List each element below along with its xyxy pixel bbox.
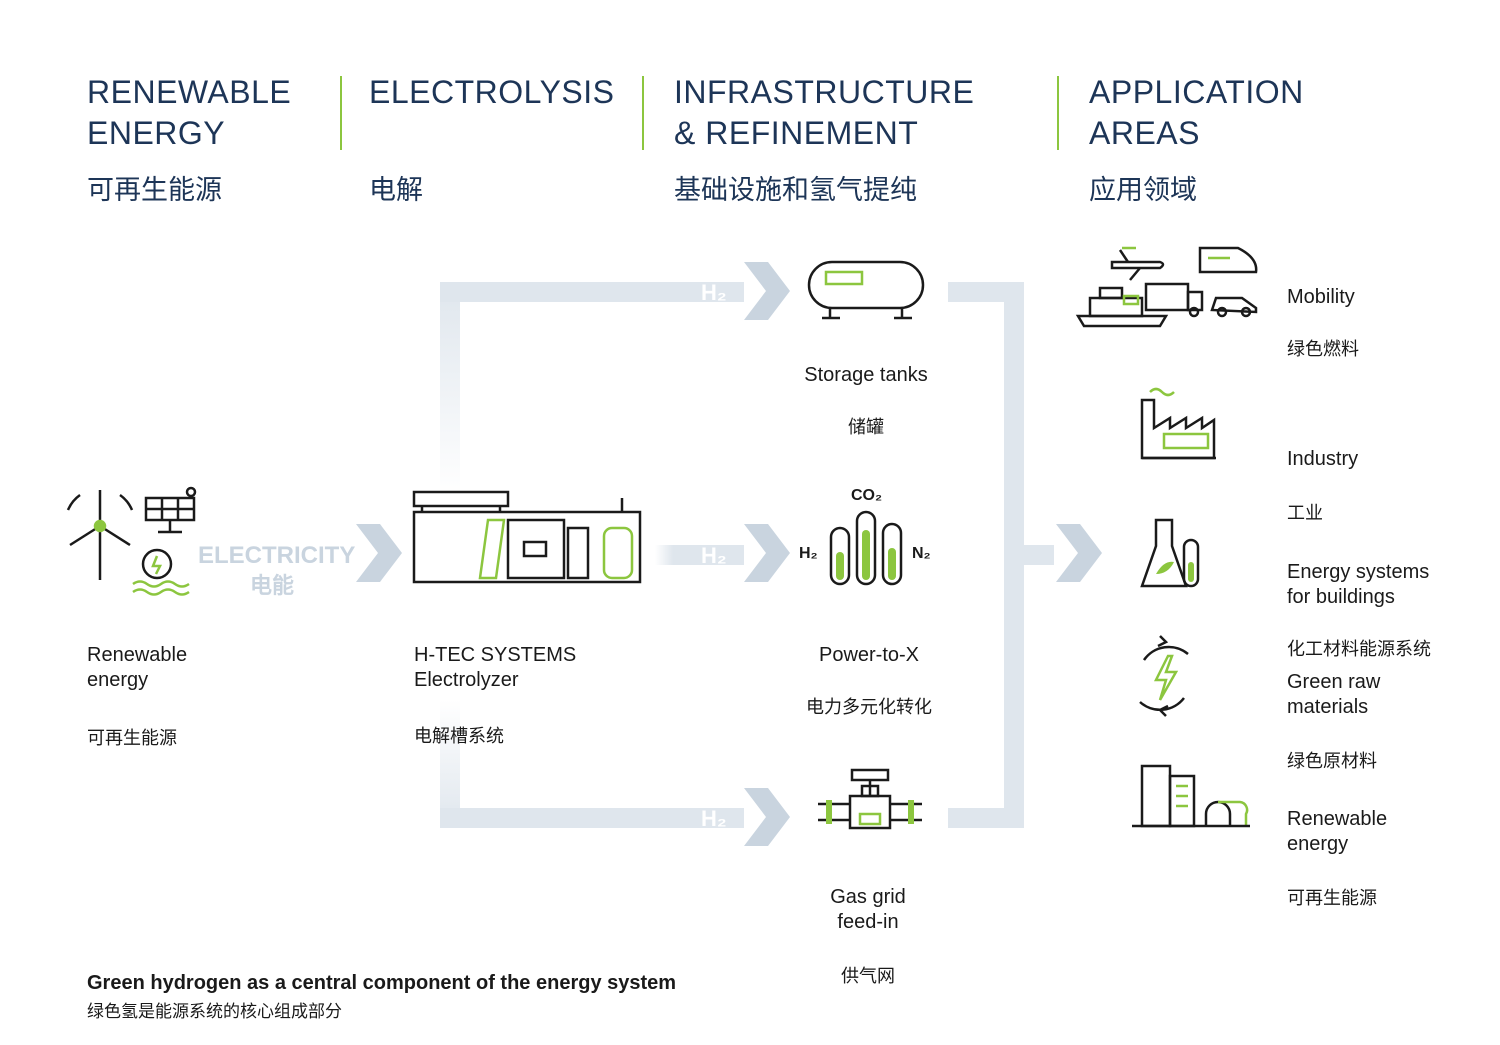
electrolyzer-label: H-TEC SYSTEMS Electrolyzer 电解槽系统 (414, 618, 576, 774)
stage-divider (340, 76, 342, 150)
co2-label: CO₂ (851, 487, 882, 504)
stage-title-zh: 应用领域 (1089, 175, 1197, 205)
pipe-up (440, 282, 460, 497)
stage-divider (642, 76, 644, 150)
figure-caption: Green hydrogen as a central component of… (87, 972, 676, 1022)
transport-vehicles-icon (1075, 246, 1258, 328)
power-to-x-zh: 电力多元化转化 (806, 697, 932, 717)
storage-tanks-label: Storage tanks 储罐 (786, 338, 946, 465)
h2-pipe-label: H₂ (701, 280, 727, 305)
application-label-en: Mobility (1287, 286, 1355, 308)
pipe-down (440, 700, 460, 828)
application-label-en: Industry (1287, 448, 1359, 470)
application-renewable: Renewable energy 可再生能源 (1287, 782, 1387, 936)
stage-title-zh: 可再生能源 (87, 175, 222, 205)
application-label-zh: 绿色燃料 (1287, 339, 1359, 359)
arrow-chevron (744, 524, 790, 582)
electricity-label: ELECTRICITY (198, 542, 355, 569)
stage-divider (1057, 76, 1059, 150)
caption-en: Green hydrogen as a central component of… (87, 972, 677, 994)
electrolyzer-container-icon (412, 490, 642, 584)
application-label-zh: 绿色原材料 (1287, 751, 1377, 771)
wind-solar-icon (66, 486, 197, 596)
application-buildings: Energy systems for buildings 化工材料能源系统 (1287, 535, 1431, 687)
storage-tanks-en: Storage tanks (804, 364, 928, 386)
stage-title-zh: 基础设施和氢气提纯 (674, 175, 917, 205)
application-label-en: Green raw materials (1287, 671, 1381, 718)
stage-title: RENEWABLE ENERGY (87, 74, 292, 151)
electrolyzer-label-en: H-TEC SYSTEMS Electrolyzer (414, 644, 577, 691)
pipe-bottom (440, 808, 700, 828)
application-label-zh: 工业 (1287, 503, 1323, 523)
h2-pipe-label: H₂ (701, 806, 727, 831)
stage-title: INFRASTRUCTURE & REFINEMENT (674, 74, 975, 151)
storage-tanks-zh: 储罐 (848, 417, 884, 437)
collector-vertical (1004, 282, 1024, 828)
electrolyzer-label-zh: 电解槽系统 (414, 726, 504, 746)
application-label-en: Energy systems for buildings (1287, 561, 1430, 608)
factory-icon (1140, 387, 1216, 460)
test-tubes-icon (829, 510, 903, 586)
source-label-zh: 可再生能源 (87, 728, 177, 748)
application-raw-materials: Green raw materials 绿色原材料 (1287, 645, 1380, 799)
storage-tank-icon (807, 260, 925, 320)
buildings-icon (1132, 764, 1250, 828)
stage-applications: APPLICATION AREAS 应用领域 (1089, 72, 1304, 207)
stage-title: APPLICATION AREAS (1089, 74, 1304, 151)
power-to-x-en: Power-to-X (818, 644, 920, 666)
arrow-chevron (744, 788, 790, 846)
energy-cycle-icon (1139, 635, 1189, 717)
arrow-chevron (744, 262, 790, 320)
application-label-zh: 化工材料能源系统 (1287, 639, 1431, 659)
stage-title: ELECTROLYSIS (369, 74, 615, 110)
gas-grid-zh: 供气网 (841, 966, 895, 986)
pipe-middle (655, 545, 700, 565)
flask-icon (1140, 518, 1200, 588)
application-mobility: Mobility 绿色燃料 (1287, 260, 1359, 387)
gas-grid-en: Gas grid feed-in (830, 886, 906, 933)
pipeline-valve-icon (818, 768, 922, 830)
h2-pipe-label: H₂ (701, 543, 727, 568)
stage-renewable-energy: RENEWABLE ENERGY 可再生能源 (87, 72, 291, 207)
arrow-chevron (356, 524, 402, 582)
application-label-en: Renewable energy (1287, 808, 1388, 855)
gas-grid-label: Gas grid feed-in 供气网 (788, 860, 948, 1014)
pipe-top (440, 282, 700, 302)
arrow-chevron (1056, 524, 1102, 582)
stage-electrolysis: ELECTROLYSIS 电解 (369, 72, 614, 207)
source-label-en: Renewable energy (87, 644, 188, 691)
collector-bottom (948, 808, 1024, 828)
stage-infrastructure: INFRASTRUCTURE & REFINEMENT 基础设施和氢气提纯 (674, 72, 974, 207)
n2-tube-label: N₂ (912, 545, 931, 562)
caption-zh: 绿色氢是能源系统的核心组成部分 (87, 1002, 342, 1021)
collector-out (1024, 545, 1054, 565)
stage-title-zh: 电解 (369, 175, 423, 205)
application-industry: Industry 工业 (1287, 422, 1358, 551)
application-label-zh: 可再生能源 (1287, 888, 1377, 908)
power-to-x-label: Power-to-X 电力多元化转化 (786, 618, 952, 745)
electricity-label-zh: 电能 (250, 573, 294, 598)
source-label: Renewable energy 可再生能源 (87, 618, 187, 776)
h2-tube-label: H₂ (799, 545, 818, 562)
